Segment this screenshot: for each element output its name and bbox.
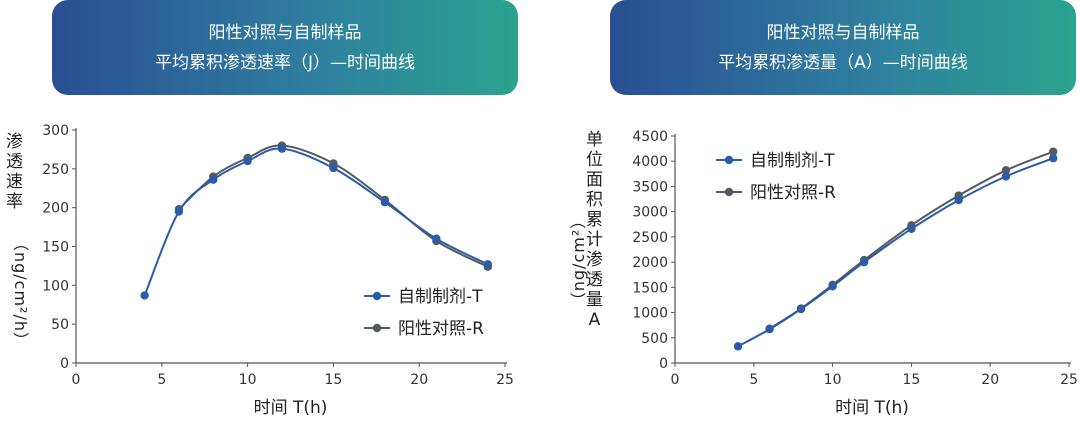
y-label-char: 面 xyxy=(586,170,603,190)
x-tick-label: 5 xyxy=(157,372,166,388)
y-tick-label: 100 xyxy=(42,278,69,294)
y-tick-label: 2500 xyxy=(632,230,668,246)
data-point-0 xyxy=(174,207,184,216)
y-tick-label: 4000 xyxy=(632,154,668,170)
y-tick-label: 500 xyxy=(641,331,668,347)
data-point-0 xyxy=(140,291,149,300)
x-tick-label: 0 xyxy=(72,372,81,388)
legend-label-1: 阳性对照-R xyxy=(398,319,484,339)
y-label-char: 量 xyxy=(586,290,603,310)
data-point-0 xyxy=(329,163,338,173)
data-point-1 xyxy=(1001,166,1011,175)
rate-chart-panel: 阳性对照与自制样品 平均累积渗透速率（J）—时间曲线 渗 透 速 率 （ng/c… xyxy=(6,0,518,418)
x-tick-label: 25 xyxy=(496,372,514,388)
x-tick-label: 20 xyxy=(410,372,428,388)
data-point-0 xyxy=(380,198,390,207)
legend-label-0: 自制制剂-T xyxy=(398,287,483,307)
y-tick-label: 1500 xyxy=(632,280,668,296)
y-label-char: 渗 xyxy=(6,132,23,152)
data-point-0 xyxy=(483,260,493,269)
x-tick-label: 0 xyxy=(671,372,680,388)
series-line-1 xyxy=(178,144,489,268)
y-label-char: 透 xyxy=(6,152,23,172)
y-tick-label: 150 xyxy=(42,240,69,256)
y-label-char: 位 xyxy=(586,150,603,170)
amount-chart-y-axis-label: 单 位 面 积 累 计 渗 透 量 A xyxy=(586,130,603,330)
x-axis-title: 时间 T(h) xyxy=(254,398,328,418)
amount-chart-svg: 0 500 1000 1500 2000 2500 3000 3500 4000 4500 0 5 10… xyxy=(632,129,1078,418)
y-tick-label: 250 xyxy=(42,162,69,178)
legend-marker-1 xyxy=(372,323,382,333)
x-tick-label: 20 xyxy=(981,372,999,388)
data-point-0 xyxy=(907,224,916,234)
y-label-char: 率 xyxy=(6,192,23,212)
y-tick-label: 3500 xyxy=(632,179,668,195)
x-tick-label: 10 xyxy=(824,372,842,388)
data-point-1 xyxy=(1049,147,1058,156)
legend-marker-1 xyxy=(724,187,734,197)
data-point-0 xyxy=(277,144,287,153)
y-tick-label: 50 xyxy=(51,317,69,333)
legend-label-1: 阳性对照-R xyxy=(750,183,836,203)
data-point-0 xyxy=(954,195,963,205)
legend-marker-0 xyxy=(724,155,734,165)
legend-label-0: 自制制剂-T xyxy=(750,151,835,171)
y-tick-label: 0 xyxy=(60,356,69,372)
y-tick-label: 0 xyxy=(659,356,668,372)
data-point-0 xyxy=(733,342,743,351)
rate-chart-title-line-1: 阳性对照与自制样品 xyxy=(208,22,362,43)
data-point-0 xyxy=(765,325,774,334)
data-point-0 xyxy=(243,156,252,166)
amount-chart-panel: 阳性对照与自制样品 平均累积渗透量（A）—时间曲线 单 位 面 积 累 计 渗 … xyxy=(540,0,1080,425)
data-point-0 xyxy=(796,304,806,314)
data-point-0 xyxy=(828,282,837,291)
x-axis-title: 时间 T(h) xyxy=(835,398,909,418)
y-tick-label: 2000 xyxy=(632,255,668,271)
x-tick-label: 15 xyxy=(324,372,342,388)
x-tick-label: 25 xyxy=(1060,372,1078,388)
data-point-0 xyxy=(859,257,869,267)
amount-chart-title-line-1: 阳性对照与自制样品 xyxy=(766,22,920,43)
y-label-char: 渗 xyxy=(586,250,603,270)
data-point-0 xyxy=(432,234,441,243)
data-point-0 xyxy=(209,175,218,184)
y-label-char: 计 xyxy=(586,230,603,250)
x-tick-label: 10 xyxy=(239,372,257,388)
x-tick-label: 15 xyxy=(902,372,920,388)
y-tick-label: 4500 xyxy=(632,129,668,145)
y-label-char: 单 xyxy=(586,130,603,150)
y-label-char: 透 xyxy=(586,270,603,290)
y-label-char: 积 xyxy=(586,190,603,210)
y-tick-label: 3000 xyxy=(632,205,668,221)
y-label-char: 累 xyxy=(586,210,603,230)
series-line-0 xyxy=(143,147,489,296)
rate-chart-svg: 0 50 100 150 200 250 300 0 5 10 15 20 25 时间 T(h) 自制制剂-… xyxy=(42,123,514,418)
amount-chart-title-line-2: 平均累积渗透量（A）—时间曲线 xyxy=(718,52,968,73)
data-point-0 xyxy=(1049,153,1058,163)
y-label-char: 速 xyxy=(6,172,23,192)
rate-chart-title-box: 阳性对照与自制样品 平均累积渗透速率（J）—时间曲线 xyxy=(52,0,518,95)
y-label-char: A xyxy=(588,310,601,330)
y-tick-label: 300 xyxy=(42,123,69,139)
legend-marker-0 xyxy=(372,291,382,301)
data-point-0 xyxy=(1001,172,1011,181)
rate-chart-y-axis-label: 渗 透 速 率 xyxy=(6,132,23,212)
y-tick-label: 200 xyxy=(42,201,69,217)
y-tick-label: 1000 xyxy=(632,306,668,322)
rate-chart-title-line-2: 平均累积渗透速率（J）—时间曲线 xyxy=(154,52,415,73)
x-tick-label: 5 xyxy=(749,372,758,388)
amount-chart-title-box: 阳性对照与自制样品 平均累积渗透量（A）—时间曲线 xyxy=(610,0,1076,95)
